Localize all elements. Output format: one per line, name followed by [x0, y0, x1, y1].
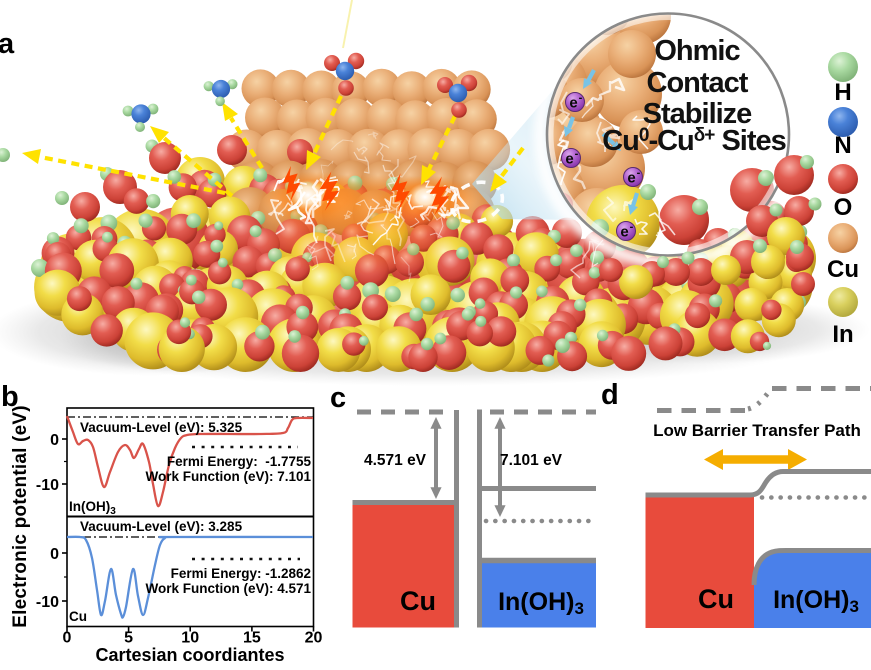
svg-text:e: e: [620, 224, 628, 241]
svg-text:e: e: [565, 151, 573, 168]
svg-text:Fermi Energy: -1.2862: Fermi Energy: -1.2862: [171, 566, 311, 581]
svg-text:-10: -10: [36, 594, 59, 611]
svg-text:H: H: [834, 79, 851, 106]
svg-text:N: N: [834, 132, 851, 159]
svg-text:Stabilize: Stabilize: [643, 98, 753, 130]
svg-text:In: In: [832, 321, 853, 348]
svg-text:-: -: [579, 92, 583, 104]
svg-text:In(OH)3: In(OH)3: [69, 499, 116, 517]
svg-text:Fermi Energy: -1.7755: Fermi Energy: -1.7755: [167, 454, 312, 469]
svg-text:-: -: [637, 167, 641, 179]
svg-text:0: 0: [50, 546, 59, 563]
svg-text:O: O: [834, 194, 853, 221]
svg-text:Work Function (eV): 7.101: Work Function (eV): 7.101: [145, 469, 311, 484]
svg-text:a: a: [0, 28, 15, 60]
svg-text:10: 10: [181, 630, 199, 647]
svg-text:5: 5: [124, 630, 133, 647]
svg-text:4.571 eV: 4.571 eV: [364, 452, 427, 469]
svg-text:15: 15: [243, 630, 261, 647]
svg-text:20: 20: [305, 630, 323, 647]
svg-text:e: e: [627, 170, 635, 187]
svg-text:-: -: [630, 221, 634, 233]
svg-text:b: b: [1, 381, 19, 413]
svg-text:In(OH)3: In(OH)3: [498, 588, 584, 618]
svg-text:Cu: Cu: [400, 586, 436, 616]
svg-text:e: e: [569, 95, 577, 112]
svg-text:Vacuum-Level (eV): 3.285: Vacuum-Level (eV): 3.285: [80, 519, 243, 534]
svg-text:Cu: Cu: [698, 584, 734, 614]
svg-text:Cu: Cu: [69, 609, 87, 624]
svg-text:Vacuum-Level (eV): 5.325: Vacuum-Level (eV): 5.325: [80, 420, 243, 435]
svg-text:-: -: [575, 148, 579, 160]
svg-text:Ohmic: Ohmic: [654, 35, 740, 67]
svg-text:Electronic potential (eV): Electronic potential (eV): [10, 405, 31, 627]
svg-text:0: 0: [63, 630, 72, 647]
svg-text:Cu: Cu: [827, 256, 859, 283]
svg-text:Low Barrier Transfer Path: Low Barrier Transfer Path: [653, 421, 861, 440]
svg-text:Cartesian coordiantes: Cartesian coordiantes: [95, 645, 284, 665]
svg-text:Work Function (eV): 4.571: Work Function (eV): 4.571: [145, 581, 311, 596]
svg-text:Contact: Contact: [647, 67, 749, 99]
svg-text:7.101 eV: 7.101 eV: [500, 452, 563, 469]
svg-text:-10: -10: [36, 477, 59, 494]
svg-text:0: 0: [50, 432, 59, 449]
svg-text:c: c: [330, 382, 346, 414]
svg-text:In(OH)3: In(OH)3: [773, 586, 859, 616]
svg-text:d: d: [601, 379, 619, 411]
